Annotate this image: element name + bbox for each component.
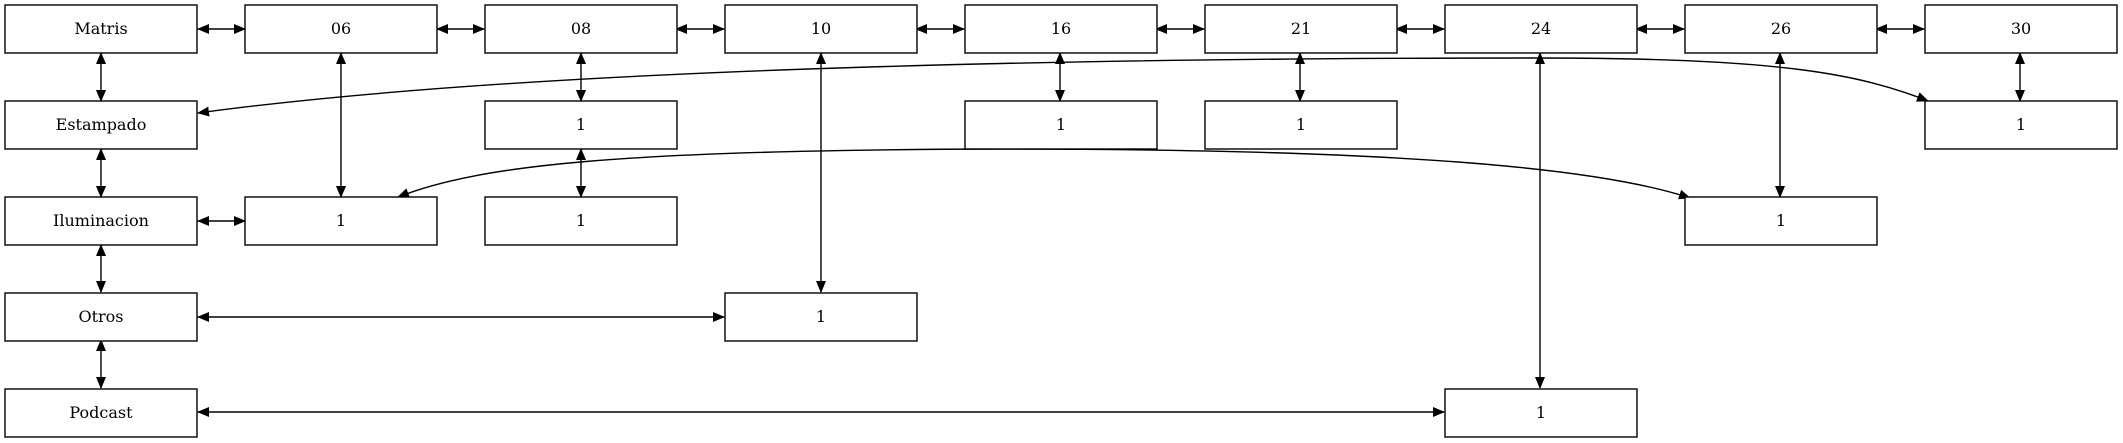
node-08-label: 08 xyxy=(571,19,591,38)
edges xyxy=(96,24,2025,417)
node-i08-label: 1 xyxy=(576,211,586,230)
node-v08: 1 xyxy=(484,100,678,150)
node-24-label: 24 xyxy=(1531,19,1551,38)
node-06-label: 06 xyxy=(331,19,351,38)
node-v30: 1 xyxy=(1924,100,2118,150)
node-estampado: Estampado xyxy=(4,100,198,150)
node-podcast-label: Podcast xyxy=(69,403,133,422)
nodes: Matris 06 08 10 16 21 24 26 xyxy=(4,4,2118,438)
node-08: 08 xyxy=(484,4,678,54)
node-30-label: 30 xyxy=(2011,19,2031,38)
node-v21: 1 xyxy=(1204,100,1398,150)
node-24: 24 xyxy=(1444,4,1638,54)
node-matris: Matris xyxy=(4,4,198,54)
node-otros-label: Otros xyxy=(78,307,123,326)
node-i26: 1 xyxy=(1684,196,1878,246)
node-estampado-label: Estampado xyxy=(56,115,147,134)
node-26: 26 xyxy=(1684,4,1878,54)
node-o10: 1 xyxy=(724,292,918,342)
node-16: 16 xyxy=(964,4,1158,54)
node-i26-label: 1 xyxy=(1776,211,1786,230)
node-i08: 1 xyxy=(484,196,678,246)
edge-i06-i26 xyxy=(397,148,1691,200)
node-v30-label: 1 xyxy=(2016,115,2026,134)
node-v16-label: 1 xyxy=(1056,115,1066,134)
node-p24-label: 1 xyxy=(1536,403,1546,422)
node-o10-label: 1 xyxy=(816,307,826,326)
node-iluminacion-label: Iluminacion xyxy=(53,211,149,230)
node-otros: Otros xyxy=(4,292,198,342)
node-21-label: 21 xyxy=(1291,19,1311,38)
node-v21-label: 1 xyxy=(1296,115,1306,134)
node-v08-label: 1 xyxy=(576,115,586,134)
node-v16: 1 xyxy=(964,100,1158,150)
node-30: 30 xyxy=(1924,4,2118,54)
node-matris-label: Matris xyxy=(74,19,127,38)
node-06: 06 xyxy=(244,4,438,54)
edge-estampado-v30 xyxy=(197,57,1929,117)
node-iluminacion: Iluminacion xyxy=(4,196,198,246)
node-p24: 1 xyxy=(1444,388,1638,438)
node-10: 10 xyxy=(724,4,918,54)
node-26-label: 26 xyxy=(1771,19,1791,38)
node-i06-label: 1 xyxy=(336,211,346,230)
node-i06: 1 xyxy=(244,196,438,246)
node-21: 21 xyxy=(1204,4,1398,54)
node-16-label: 16 xyxy=(1051,19,1071,38)
node-podcast: Podcast xyxy=(4,388,198,438)
node-10-label: 10 xyxy=(811,19,831,38)
